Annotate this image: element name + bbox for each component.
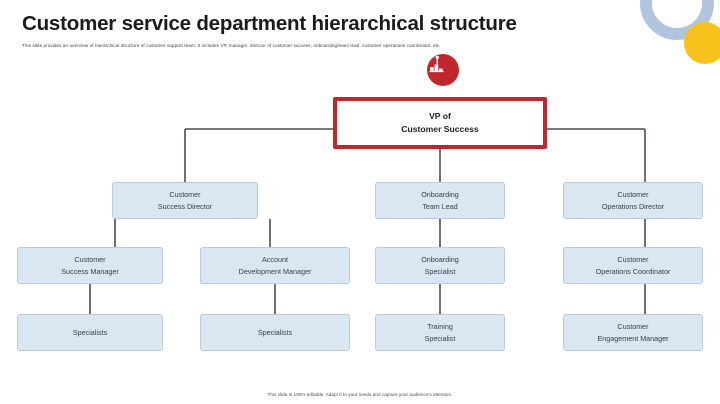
- org-node-training-specialist[interactable]: Training Specialist: [375, 314, 505, 351]
- node-label-line1: Customer: [74, 255, 106, 265]
- slide-subtitle: This slide provides an overview of hiera…: [22, 42, 441, 48]
- org-node-customer-success-director[interactable]: Customer Success Director: [112, 182, 258, 219]
- node-label-line1: Training: [427, 322, 453, 332]
- node-label-line2: Specialist: [424, 266, 456, 276]
- node-label-line2: Specialist: [424, 333, 456, 343]
- org-node-onboarding-specialist[interactable]: Onboarding Specialist: [375, 247, 505, 284]
- node-label-line2: Development Manager: [238, 266, 312, 276]
- org-node-account-development-manager[interactable]: Account Development Manager: [200, 247, 350, 284]
- node-label-line2: Operations Director: [601, 201, 665, 211]
- decorative-blue-arc: [640, 0, 714, 40]
- node-label-line2: Engagement Manager: [597, 333, 669, 343]
- org-node-vp-line2: Customer Success: [401, 124, 479, 134]
- node-label-line2: Team Lead: [422, 201, 458, 211]
- leadership-podium-icon: [427, 54, 459, 86]
- node-label-line1: Customer: [617, 322, 649, 332]
- node-label-line1: Account: [262, 255, 288, 265]
- node-label-line1: Specialists: [72, 327, 108, 337]
- node-label-line1: Specialists: [257, 327, 293, 337]
- org-node-specialists-2[interactable]: Specialists: [200, 314, 350, 351]
- page-title: Customer service department hierarchical…: [22, 12, 517, 35]
- node-label-line1: Onboarding: [421, 190, 459, 200]
- org-node-vp[interactable]: VP of Customer Success: [333, 97, 547, 149]
- org-node-specialists-1[interactable]: Specialists: [17, 314, 163, 351]
- node-label-line1: Customer: [617, 255, 649, 265]
- node-label-line1: Customer: [169, 190, 201, 200]
- org-node-vp-line1: VP of: [429, 111, 451, 122]
- node-label-line2: Success Manager: [61, 266, 119, 276]
- node-label-line1: Customer: [617, 190, 649, 200]
- org-node-customer-success-manager[interactable]: Customer Success Manager: [17, 247, 163, 284]
- org-node-onboarding-team-lead[interactable]: Onboarding Team Lead: [375, 182, 505, 219]
- node-label-line2: Success Director: [157, 201, 213, 211]
- org-node-customer-engagement-manager[interactable]: Customer Engagement Manager: [563, 314, 703, 351]
- slide-header: Customer service department hierarchical…: [22, 12, 610, 48]
- slide-footer-note: This slide is 100% editable. Adapt it to…: [267, 392, 453, 397]
- org-node-customer-operations-director[interactable]: Customer Operations Director: [563, 182, 703, 219]
- node-label-line2: Operations Coordinator: [595, 266, 671, 276]
- node-label-line1: Onboarding: [421, 255, 459, 265]
- org-node-customer-operations-coordinator[interactable]: Customer Operations Coordinator: [563, 247, 703, 284]
- org-chart: VP of Customer Success Customer Success …: [0, 52, 720, 382]
